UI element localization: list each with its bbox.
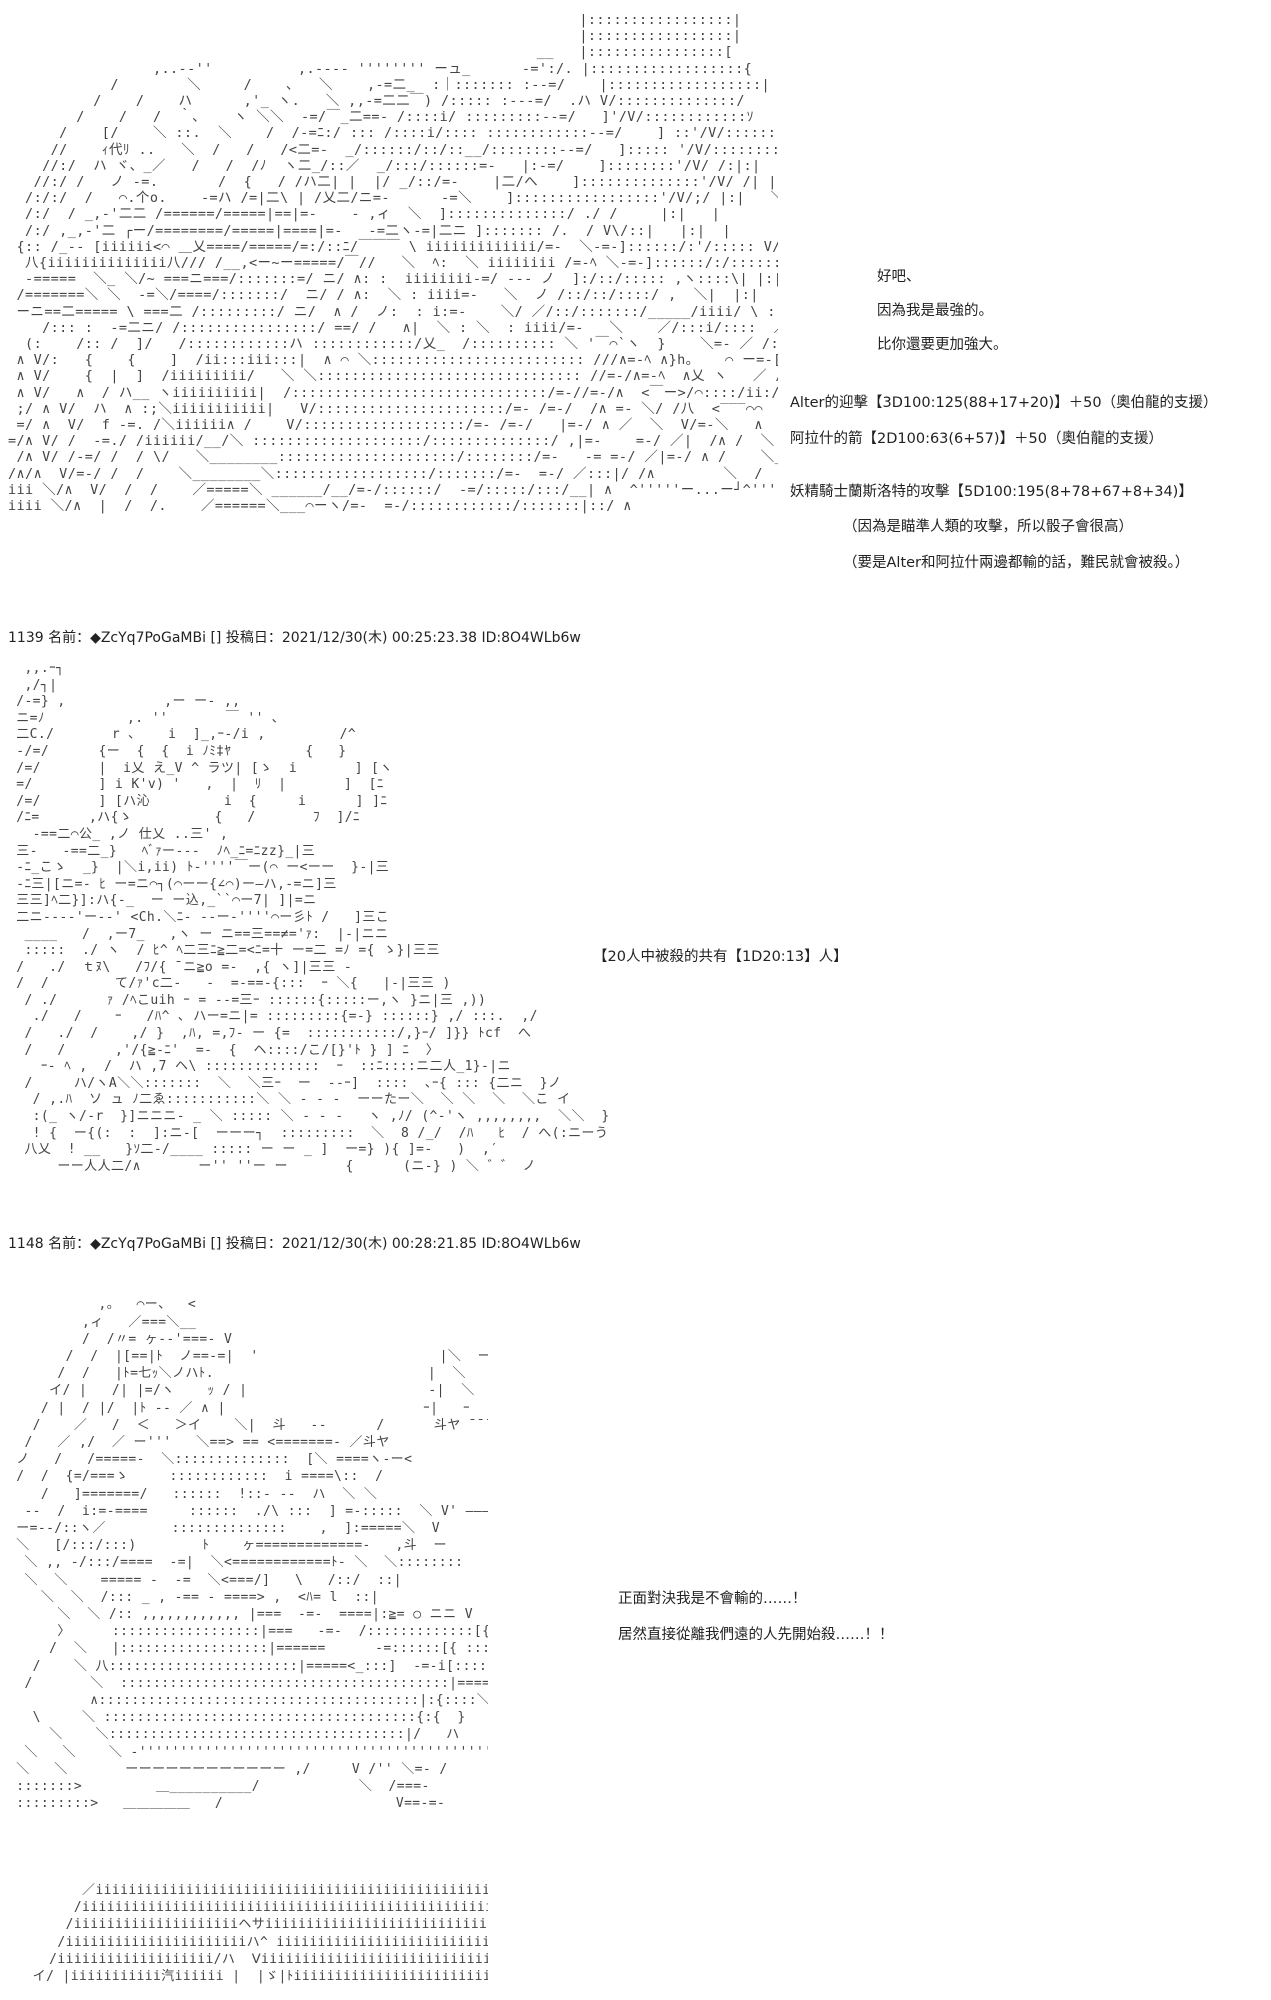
ascii-art-battle: |:::::::::::::::::| |:::::::::::::::::| … (8, 12, 778, 515)
post-header: 1148 名前：◆ZcYq7PoGaMBi [] 投稿日：2021/12/30(… (8, 1236, 581, 1252)
ascii-art-character: ー ー ,。 ⌒ー、 < ーー ,ィ ／===＼__ (16, 1297, 488, 1812)
post-3: ー ー ,。 ⌒ー、 < ーー ,ィ ／===＼__ (0, 1262, 1271, 2000)
dialogue-line: 好吧、 (877, 269, 921, 285)
post-2: ,,.ｰ┐ ,/┐| /-=} , ,ー ー- ,, ニ=ﾉ ,. '' ￣ '… (0, 655, 1271, 1215)
ascii-art-character: ,,.ｰ┐ ,/┐| /-=} , ,ー ー- ,, ニ=ﾉ ,. '' ￣ '… (16, 661, 608, 1174)
ascii-art-character-lower: ／iiiiiiiiiiiiiiiiiiiiiiiiiiiiiiiiiiiiiii… (32, 1883, 488, 1985)
note-line: （要是Alter和阿拉什兩邊都輸的話，難民就會被殺。） (843, 555, 1190, 571)
dialogue-line: 因為我是最強的。 (877, 303, 993, 319)
dice-roll-line: 【20人中被殺的共有【1D20:13】人】 (593, 949, 848, 965)
dialogue-line: 居然直接從離我們遠的人先開始殺……！！ (618, 1627, 894, 1643)
dice-roll-line: Alter的迎擊【3D100:125(88+17+20)】＋50（奧伯龍的支援） (790, 395, 1218, 411)
dialogue-line: 正面對決我是不會輸的……！ (618, 1591, 807, 1607)
dice-roll-line: 阿拉什的箭【2D100:63(6+57)】＋50（奧伯龍的支援） (790, 431, 1163, 447)
dialogue-line: 比你還要更加強大。 (877, 337, 1008, 353)
post-1: |:::::::::::::::::| |:::::::::::::::::| … (0, 0, 1271, 620)
dice-roll-line: 妖精騎士蘭斯洛特的攻擊【5D100:195(8+78+67+8+34)】 (790, 484, 1193, 500)
post-header: 1139 名前：◆ZcYq7PoGaMBi [] 投稿日：2021/12/30(… (8, 630, 581, 646)
note-line: （因為是瞄準人類的攻擊，所以骰子會很高） (843, 519, 1133, 535)
